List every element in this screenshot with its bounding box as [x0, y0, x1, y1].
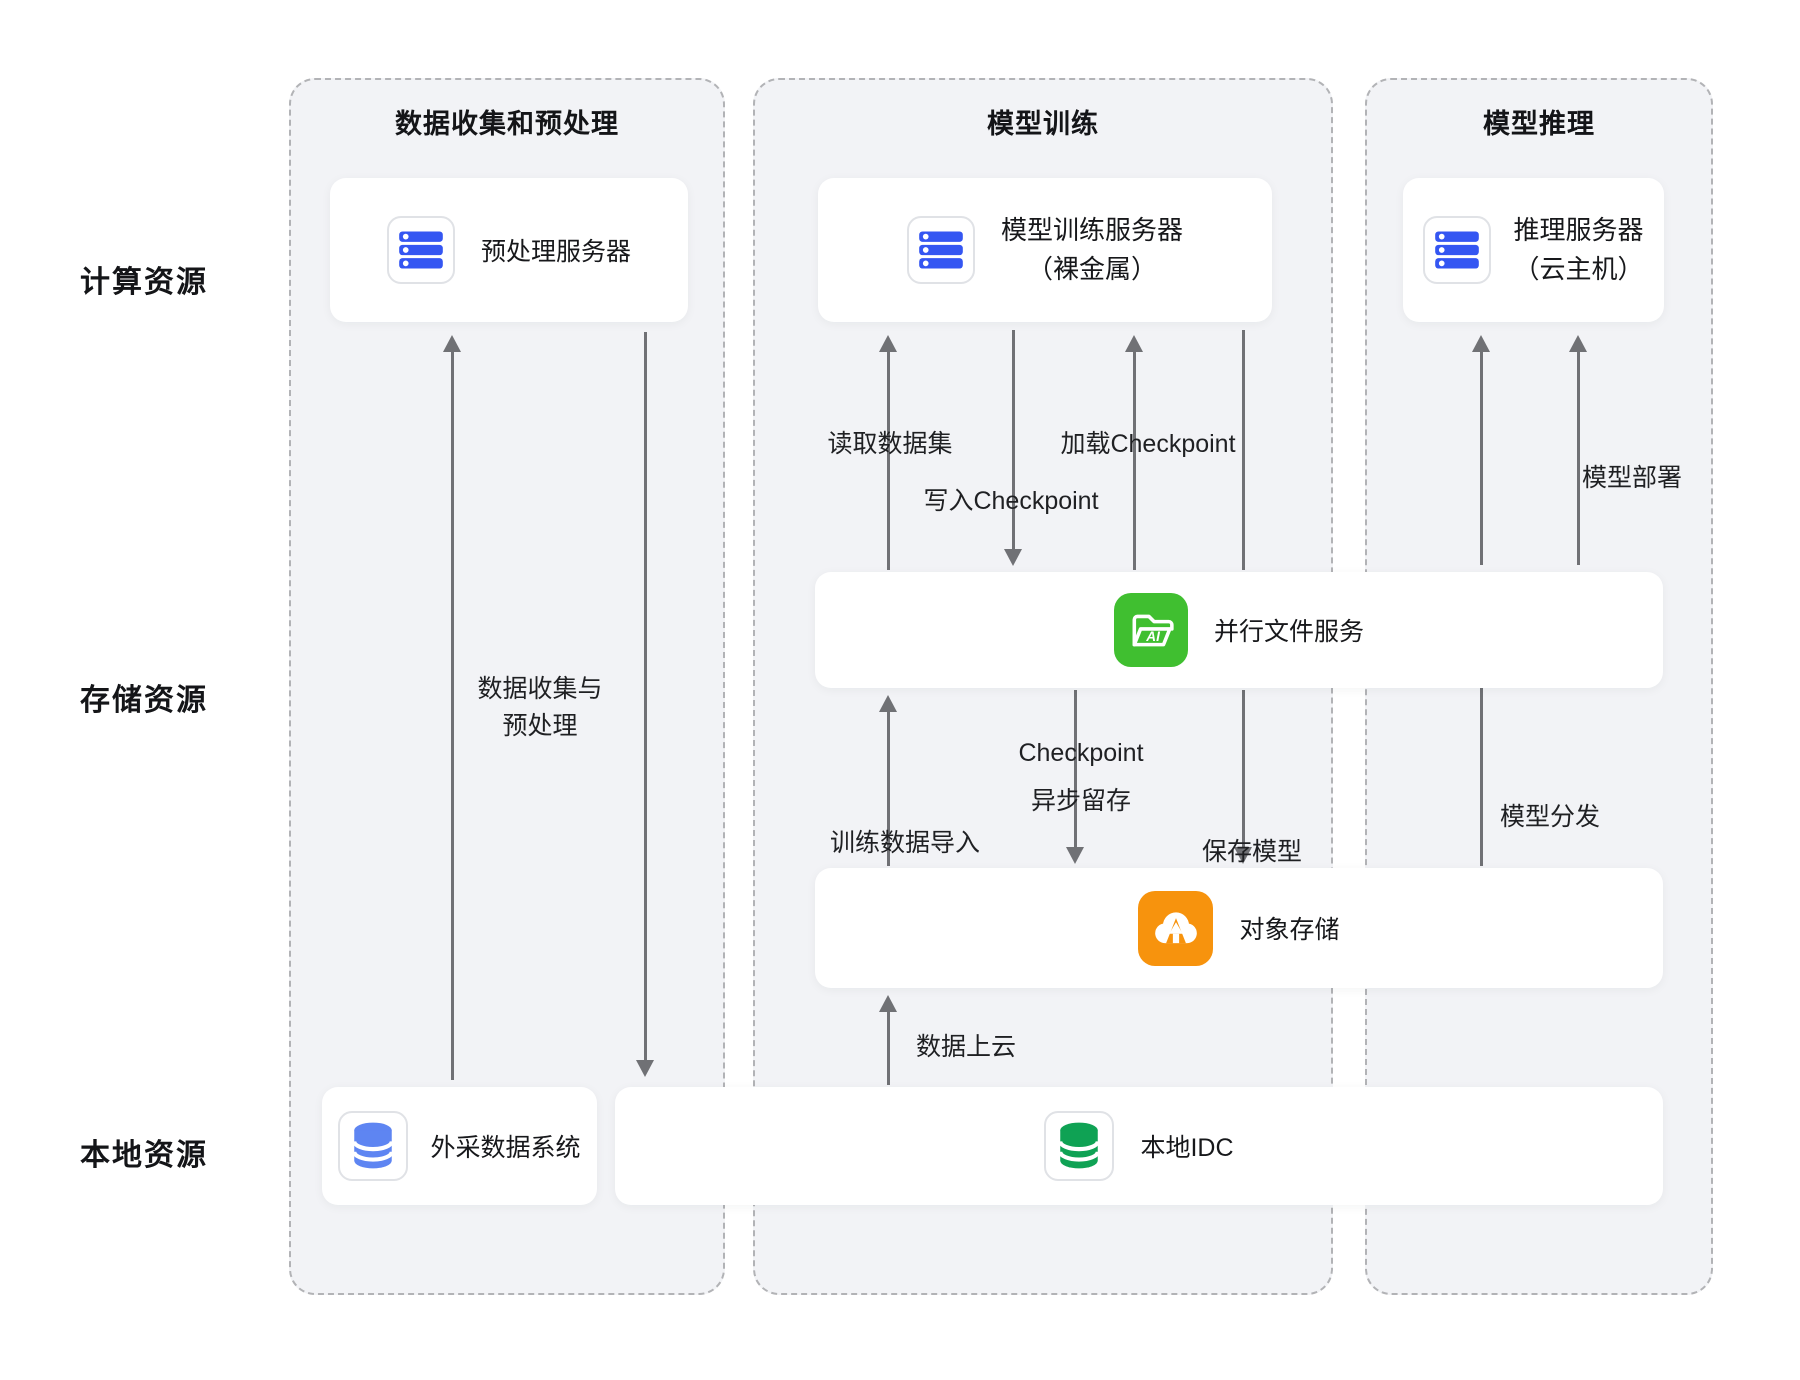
arrowhead-train-import [879, 695, 897, 712]
node-preprocess-server: 预处理服务器 [330, 178, 688, 322]
edge-label-collect-line2: 预处理 [502, 712, 578, 740]
arrowhead-load-checkpoint [1125, 335, 1143, 352]
column-title-model-inference: 模型推理 [1483, 109, 1595, 139]
arrow-line-load-checkpoint [1132, 352, 1136, 570]
arrow-line-distribute-upper [1479, 352, 1483, 565]
node-label-object-storage: 对象存储 [1239, 916, 1340, 944]
database-icon-blue [338, 1111, 409, 1181]
node-local-idc: 本地IDC [615, 1087, 1663, 1205]
arrow-line-distribute-lower [1479, 687, 1483, 866]
cloud-upload-icon [1138, 890, 1214, 966]
arrowhead-distribute-upper [1472, 335, 1490, 352]
arrow-line-collect-up [450, 352, 454, 1080]
edge-label-train-import: 训练数据导入 [829, 829, 981, 857]
arrow-line-collect-down [643, 332, 647, 1060]
arrow-line-read-dataset [886, 352, 890, 570]
arrowhead-checkpoint-async [1066, 847, 1084, 864]
ai-folder-icon: AI [1113, 593, 1188, 667]
database-icon-green [1044, 1111, 1115, 1181]
node-label-inference-line2: （云主机） [1513, 254, 1644, 284]
server-stack-icon [386, 216, 455, 284]
edge-label-read-dataset: 读取数据集 [827, 430, 953, 458]
edge-label-load-checkpoint: 加载Checkpoint [1060, 430, 1236, 458]
row-label-compute-resources: 计算资源 [80, 266, 208, 299]
arrow-line-train-import [886, 712, 890, 866]
arrow-line-model-deploy [1576, 352, 1580, 565]
edge-label-collect-preprocess: 数据收集与 预处理 [477, 671, 602, 745]
row-label-local-resources: 本地资源 [80, 1139, 208, 1172]
arrowhead-data-upload [879, 995, 897, 1012]
node-label-inference-server: 推理服务器 （云主机） [1513, 211, 1643, 289]
node-label-preprocess: 预处理服务器 [480, 238, 631, 266]
node-label-external-data: 外采数据系统 [430, 1134, 581, 1162]
arrowhead-model-deploy [1569, 335, 1587, 352]
edge-label-checkpoint-async-line2: 异步留存 [1030, 787, 1132, 815]
arrowhead-collect-up [443, 335, 461, 352]
node-parallel-file-service: AI 并行文件服务 [815, 572, 1663, 688]
arrowhead-write-checkpoint [1004, 549, 1022, 566]
edge-label-write-checkpoint: 写入Checkpoint [923, 487, 1099, 515]
node-external-data-system: 外采数据系统 [322, 1087, 597, 1205]
arrowhead-read-dataset [879, 335, 897, 352]
edge-label-checkpoint-async: Checkpoint 异步留存 [1018, 729, 1143, 825]
node-label-training-line1: 模型训练服务器 [1000, 215, 1183, 245]
node-label-training-line2: （裸金属） [1026, 254, 1157, 284]
arrow-line-checkpoint-async [1073, 690, 1077, 847]
svg-text:AI: AI [1145, 629, 1160, 644]
server-stack-icon [906, 216, 975, 284]
node-object-storage: 对象存储 [815, 868, 1663, 988]
edge-label-data-upload: 数据上云 [915, 1033, 1017, 1061]
node-label-training-server: 模型训练服务器 （裸金属） [1001, 211, 1183, 289]
node-label-local-idc: 本地IDC [1140, 1134, 1234, 1162]
row-label-storage-resources: 存储资源 [80, 684, 208, 717]
arrow-line-write-checkpoint [1011, 330, 1015, 549]
arrow-line-save-model-lower [1241, 690, 1245, 847]
edge-label-model-deploy: 模型部署 [1581, 464, 1683, 492]
node-training-server: 模型训练服务器 （裸金属） [818, 178, 1272, 322]
node-inference-server: 推理服务器 （云主机） [1403, 178, 1664, 322]
arrowhead-collect-down [636, 1060, 654, 1077]
node-label-inference-line1: 推理服务器 [1513, 215, 1644, 245]
arrow-line-save-model-upper [1241, 330, 1245, 570]
edge-label-checkpoint-async-line1: Checkpoint [1018, 739, 1144, 767]
server-stack-icon [1423, 216, 1492, 284]
edge-label-model-distribute: 模型分发 [1499, 803, 1601, 831]
edge-label-save-model: 保存模型 [1201, 838, 1303, 866]
column-title-model-training: 模型训练 [987, 109, 1099, 139]
arrowhead-save-model [1234, 847, 1252, 864]
arrow-line-data-upload [886, 1012, 890, 1085]
edge-label-collect-line1: 数据收集与 [477, 675, 603, 703]
column-title-data-collection: 数据收集和预处理 [395, 109, 619, 139]
node-label-pfs: 并行文件服务 [1213, 618, 1364, 646]
